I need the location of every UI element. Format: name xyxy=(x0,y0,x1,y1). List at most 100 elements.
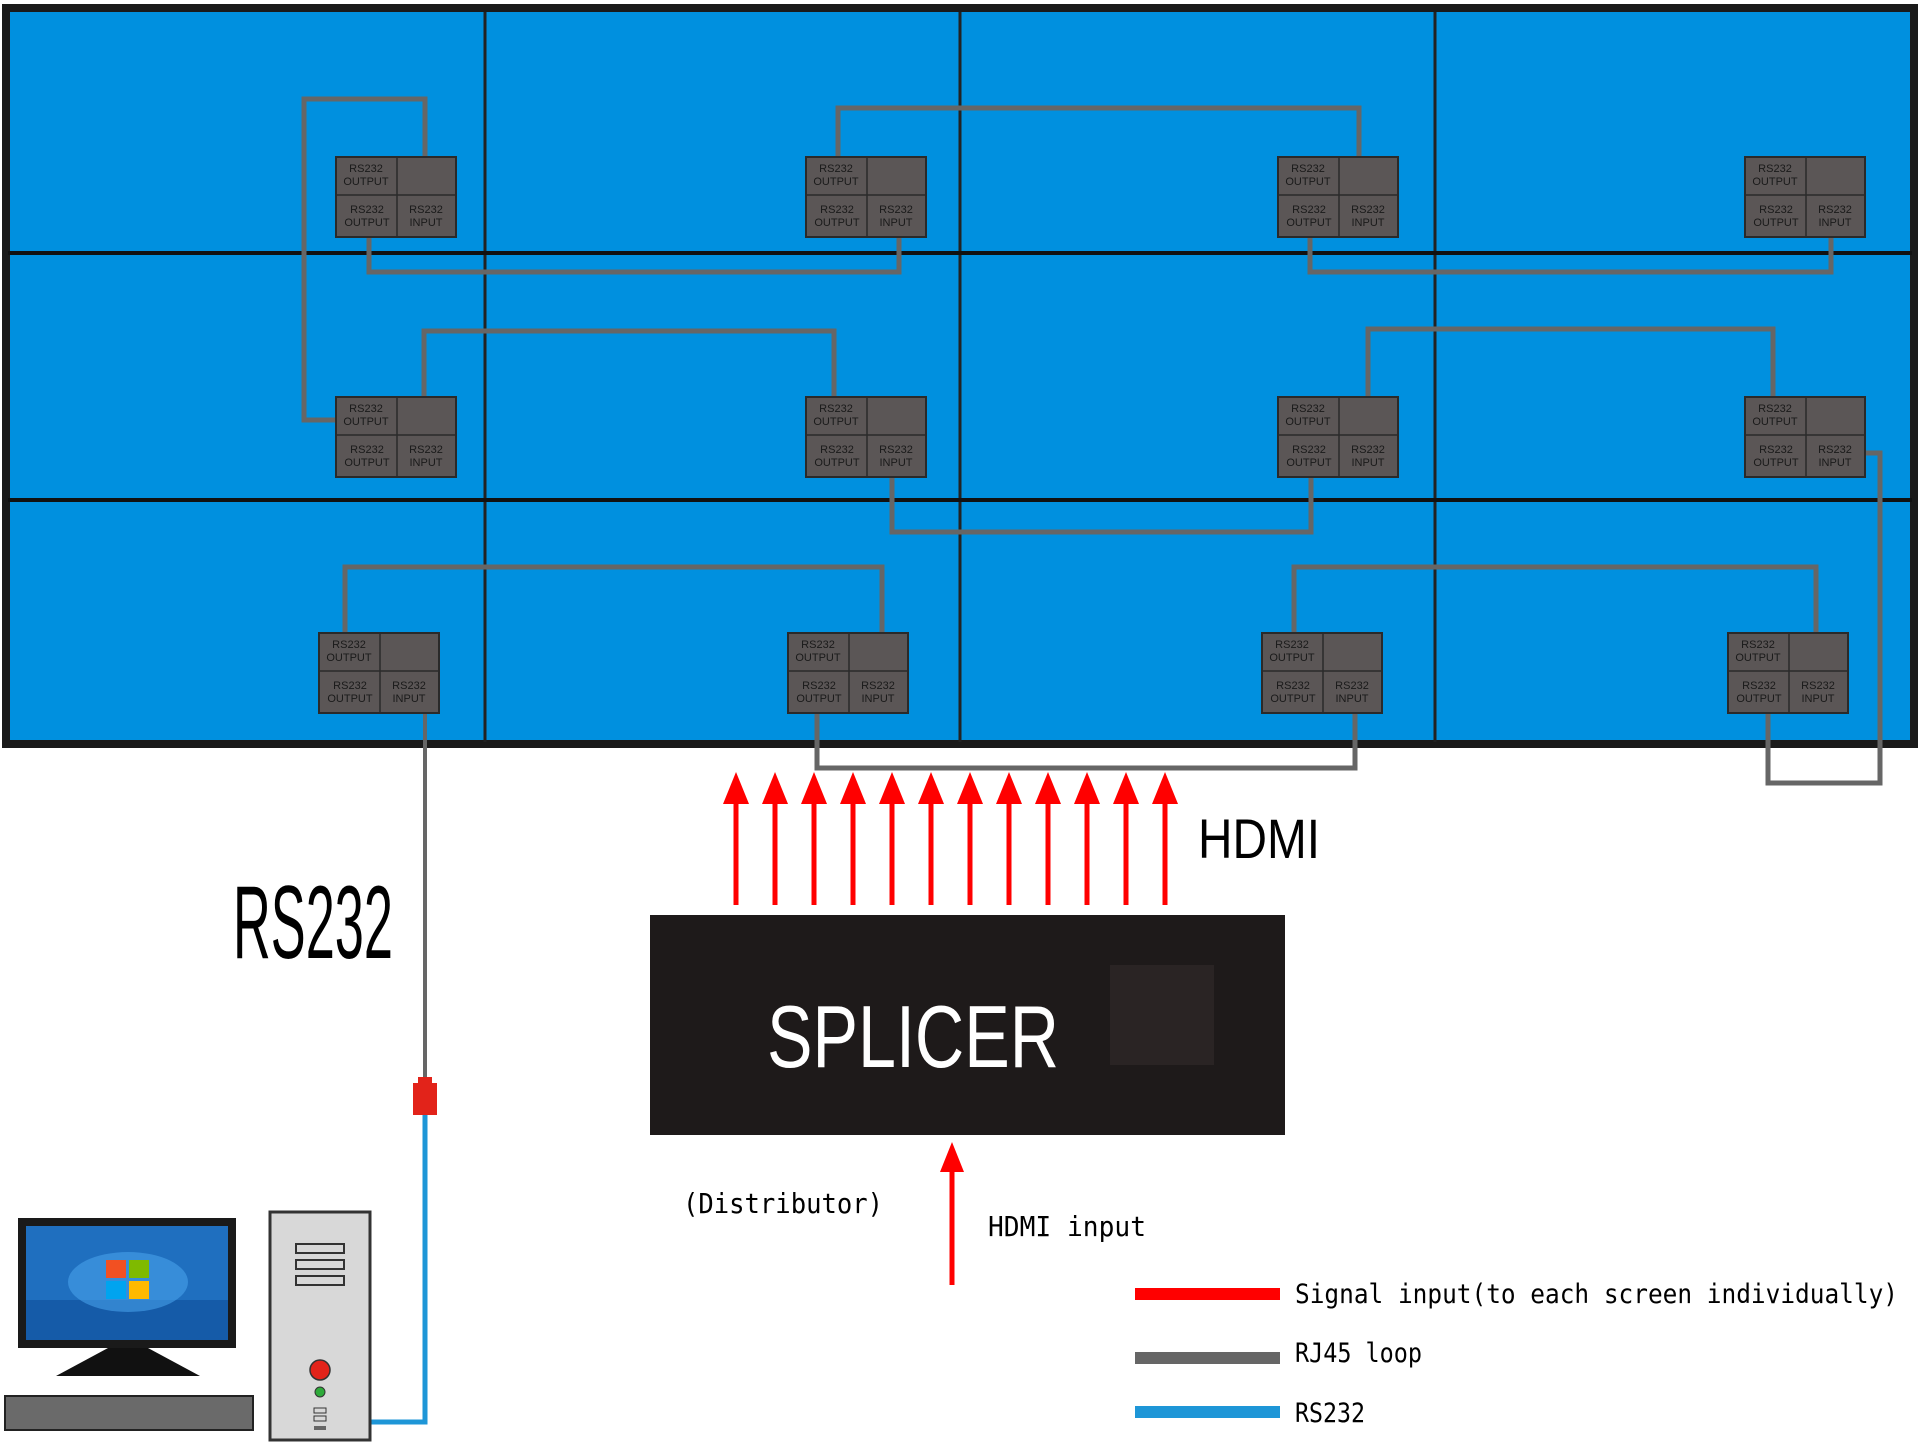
port-label: OUTPUT xyxy=(1752,416,1798,428)
legend-label-rs232: RS232 xyxy=(1295,1398,1365,1429)
port-label: INPUT xyxy=(880,457,913,469)
port-label: OUTPUT xyxy=(344,217,390,229)
port-label: OUTPUT xyxy=(344,457,390,469)
port-label: RS232 xyxy=(801,639,835,651)
port-label: OUTPUT xyxy=(326,652,372,664)
hdmi-arrow xyxy=(762,772,788,905)
port-box-body xyxy=(805,396,927,478)
port-label: INPUT xyxy=(862,693,895,705)
port-label: OUTPUT xyxy=(796,693,842,705)
rj45-cable xyxy=(1765,450,1883,786)
rj45-cable xyxy=(1291,564,1819,633)
rj45-loop-wiring xyxy=(301,96,1883,786)
port-box-body xyxy=(335,396,457,478)
port-label: OUTPUT xyxy=(343,416,389,428)
port-label: INPUT xyxy=(393,693,426,705)
usb-port-icon xyxy=(313,1407,327,1430)
port-label: OUTPUT xyxy=(814,217,860,229)
port-label: RS232 xyxy=(1741,639,1775,651)
hdmi-label: HDMI xyxy=(1198,807,1320,870)
port-label: OUTPUT xyxy=(1270,693,1316,705)
port-label: RS232 xyxy=(1758,163,1792,175)
port-label: INPUT xyxy=(1352,457,1385,469)
hdmi-input-label: HDMI input xyxy=(988,1210,1146,1243)
hdmi-arrow xyxy=(1152,772,1178,905)
db9-connector-icon xyxy=(413,1077,437,1115)
port-label: RS232 xyxy=(802,680,836,692)
hdmi-arrow xyxy=(957,772,983,905)
port-label: OUTPUT xyxy=(327,693,373,705)
legend-label-rj45: RJ45 loop xyxy=(1295,1338,1422,1369)
port-box-body xyxy=(318,632,440,714)
port-label: RS232 xyxy=(820,444,854,456)
video-wall xyxy=(2,4,1918,748)
port-label: INPUT xyxy=(1819,217,1852,229)
port-box-body xyxy=(805,156,927,238)
rj45-cable xyxy=(342,564,885,633)
port-box-body xyxy=(1261,632,1383,714)
port-label: RS232 xyxy=(1742,680,1776,692)
port-box-body xyxy=(1744,156,1866,238)
port-label: INPUT xyxy=(1819,457,1852,469)
hdmi-arrow xyxy=(879,772,905,905)
port-box-body xyxy=(787,632,909,714)
distributor-label: (Distributor) xyxy=(683,1187,883,1220)
windows-logo-icon xyxy=(106,1260,149,1299)
port-label: RS232 xyxy=(1818,204,1852,216)
port-label: OUTPUT xyxy=(1753,457,1799,469)
port-label: OUTPUT xyxy=(1269,652,1315,664)
power-led-icon xyxy=(314,1386,326,1398)
legend: Signal input(to each screen individually… xyxy=(1135,1279,1898,1429)
hdmi-input-arrow xyxy=(940,1142,964,1285)
rj45-cable xyxy=(301,96,428,423)
hdmi-arrow xyxy=(801,772,827,905)
port-label: RS232 xyxy=(1351,204,1385,216)
port-label: RS232 xyxy=(1759,444,1793,456)
port-label: RS232 xyxy=(1801,680,1835,692)
port-label: RS232 xyxy=(349,403,383,415)
port-label: RS232 xyxy=(1818,444,1852,456)
monitor-stand xyxy=(56,1348,200,1376)
rj45-cable xyxy=(1307,237,1834,275)
port-label: RS232 xyxy=(819,163,853,175)
port-label: INPUT xyxy=(1336,693,1369,705)
port-box-body xyxy=(1277,156,1399,238)
port-label: RS232 xyxy=(1291,403,1325,415)
splicer-device: SPLICER xyxy=(650,915,1285,1135)
port-label: RS232 xyxy=(409,444,443,456)
port-label: RS232 xyxy=(1351,444,1385,456)
port-label: INPUT xyxy=(880,217,913,229)
port-label: OUTPUT xyxy=(1752,176,1798,188)
port-label: OUTPUT xyxy=(1736,693,1782,705)
port-label: OUTPUT xyxy=(1286,457,1332,469)
desktop-computer-icon xyxy=(4,1210,372,1442)
hdmi-output-arrows xyxy=(723,772,1178,905)
port-label: RS232 xyxy=(1758,403,1792,415)
port-label: RS232 xyxy=(820,204,854,216)
port-label: OUTPUT xyxy=(1735,652,1781,664)
port-label: RS232 xyxy=(1759,204,1793,216)
hdmi-arrow xyxy=(996,772,1022,905)
port-label: OUTPUT xyxy=(1753,217,1799,229)
keyboard xyxy=(4,1395,254,1431)
port-label: OUTPUT xyxy=(343,176,389,188)
port-label: RS232 xyxy=(333,680,367,692)
legend-label-signal: Signal input(to each screen individually… xyxy=(1295,1279,1898,1310)
rj45-cable xyxy=(421,328,837,397)
port-label: OUTPUT xyxy=(813,416,859,428)
pc-tower xyxy=(268,1210,372,1442)
hdmi-arrow xyxy=(1035,772,1061,905)
port-label: OUTPUT xyxy=(1285,176,1331,188)
hdmi-arrow xyxy=(840,772,866,905)
port-label: OUTPUT xyxy=(1286,217,1332,229)
hdmi-arrow xyxy=(723,772,749,905)
